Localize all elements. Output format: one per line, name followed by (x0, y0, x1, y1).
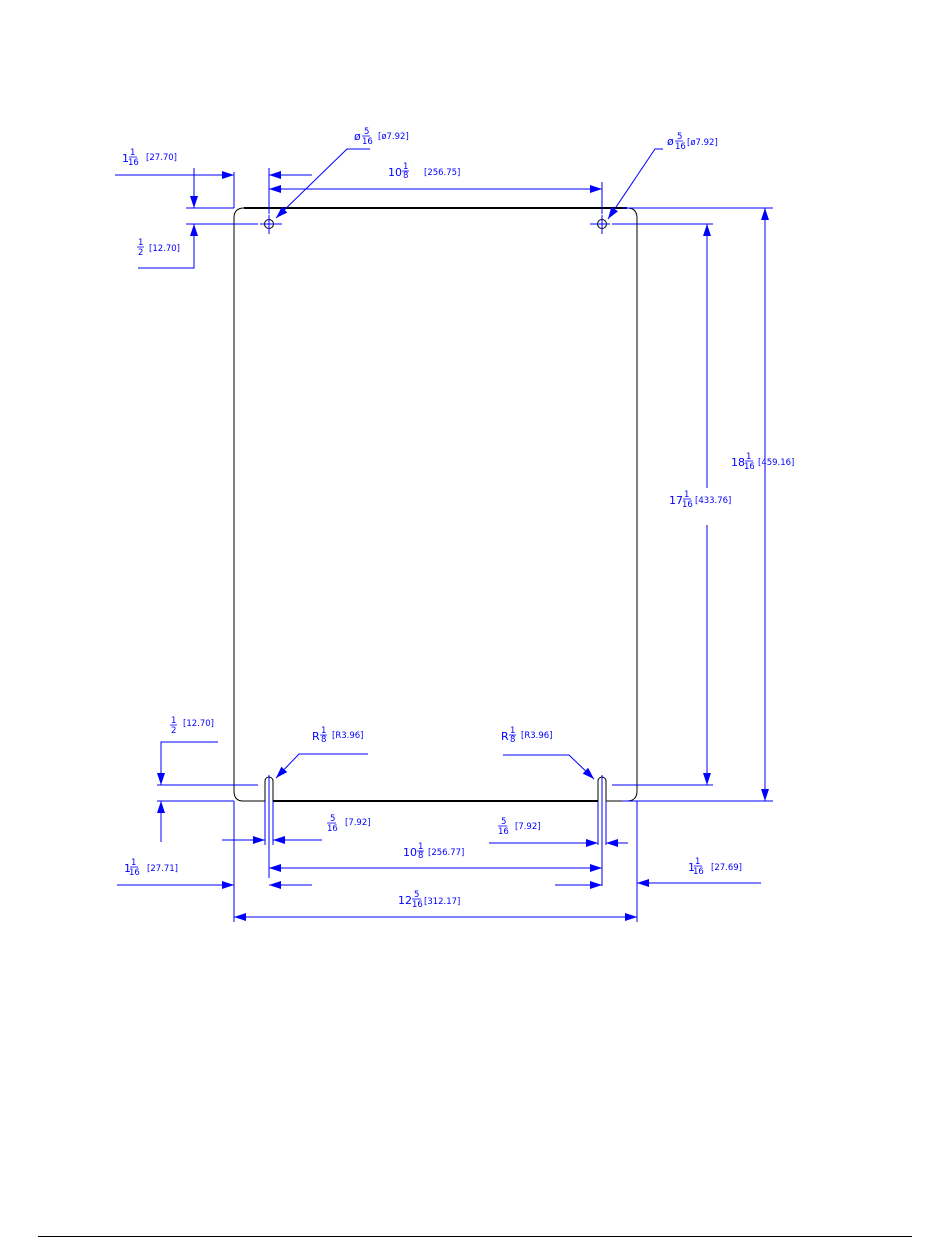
svg-text:1: 1 (746, 452, 751, 462)
svg-text:16: 16 (498, 827, 509, 837)
svg-text:2: 2 (171, 726, 176, 736)
label-bottom-right-offset: 1 1 16 [27.69] (688, 857, 742, 877)
label-top-edge-to-hole: 1 2 [12.70] (137, 238, 180, 258)
label-bottom-edge-to-slot: 1 2 [12.70] (170, 716, 214, 736)
plate-edge (234, 208, 637, 801)
svg-text:8: 8 (418, 851, 423, 861)
svg-text:16: 16 (675, 142, 686, 152)
svg-text:12: 12 (398, 894, 412, 907)
label-slot-width-right: 5 16 [7.92] (498, 817, 541, 837)
svg-text:18: 18 (731, 456, 745, 469)
svg-text:5: 5 (677, 132, 682, 142)
svg-text:8: 8 (403, 171, 408, 181)
svg-text:R: R (501, 730, 509, 743)
svg-text:[433.76]: [433.76] (695, 496, 731, 506)
svg-text:[312.17]: [312.17] (424, 897, 460, 907)
leader-radius-left (276, 754, 368, 778)
svg-text:1: 1 (138, 238, 143, 248)
svg-text:[R3.96]: [R3.96] (521, 731, 552, 741)
svg-text:1: 1 (684, 490, 689, 500)
svg-text:16: 16 (682, 500, 693, 510)
footer-rule (38, 1236, 912, 1237)
svg-text:1: 1 (695, 857, 700, 867)
svg-text:10: 10 (403, 846, 417, 859)
label-overall-height: 18 1 16 [459.16] (731, 452, 794, 472)
svg-text:[27.69]: [27.69] (711, 863, 742, 873)
leader-radius-right (503, 755, 594, 779)
svg-text:5: 5 (501, 817, 506, 827)
svg-text:[R3.96]: [R3.96] (332, 731, 363, 741)
label-hole-dia-right: ø 5 16 [ø7.92] (667, 132, 718, 152)
svg-text:1: 1 (171, 716, 176, 726)
svg-text:10: 10 (388, 166, 402, 179)
label-overall-width: 12 5 16 [312.17] (398, 890, 460, 910)
label-hole-spacing-top: 10 1 8 [256.75] (388, 162, 460, 181)
svg-text:ø: ø (667, 135, 674, 148)
svg-text:8: 8 (510, 735, 515, 745)
label-slot-radius-right: R 1 8 [R3.96] (501, 726, 552, 745)
svg-text:1: 1 (131, 858, 136, 868)
label-hole-dia-left: ø 5 16 [ø7.92] (354, 127, 409, 147)
svg-text:ø: ø (354, 130, 361, 143)
svg-text:5: 5 (414, 890, 419, 900)
label-top-left-offset: 1 1 16 [27.70] (122, 148, 177, 168)
svg-text:[256.75]: [256.75] (424, 168, 460, 178)
svg-text:[27.71]: [27.71] (147, 864, 178, 874)
svg-text:5: 5 (330, 814, 335, 824)
label-slot-width-left: 5 16 [7.92] (327, 814, 371, 834)
svg-text:[12.70]: [12.70] (183, 719, 214, 729)
svg-text:5: 5 (364, 127, 369, 137)
label-slot-radius-left: R 1 8 [R3.96] (312, 726, 363, 745)
svg-text:2: 2 (138, 248, 143, 258)
svg-text:[ø7.92]: [ø7.92] (687, 138, 718, 148)
label-hole-to-slot-height: 17 1 16 [433.76] (669, 490, 731, 510)
svg-text:[ø7.92]: [ø7.92] (378, 132, 409, 142)
svg-text:16: 16 (412, 900, 423, 910)
label-slot-spacing-bottom: 10 1 8 [256.77] (403, 842, 464, 861)
svg-text:16: 16 (327, 824, 338, 834)
svg-text:R: R (312, 730, 320, 743)
svg-text:16: 16 (362, 137, 373, 147)
svg-text:[256.77]: [256.77] (428, 848, 464, 858)
svg-text:[27.70]: [27.70] (146, 153, 177, 163)
svg-text:[7.92]: [7.92] (515, 822, 541, 832)
dimension-labels: 1 1 16 [27.70] ø 5 16 [ø7.92] ø 5 16 [ø7… (122, 127, 794, 910)
dimension-lines (115, 149, 773, 922)
leader-12-70-bottom (161, 742, 218, 785)
plate-outline (234, 208, 637, 801)
svg-text:[459.16]: [459.16] (758, 458, 794, 468)
svg-text:17: 17 (669, 494, 683, 507)
svg-text:1: 1 (130, 148, 135, 158)
svg-text:16: 16 (693, 867, 704, 877)
svg-text:16: 16 (744, 462, 755, 472)
svg-text:8: 8 (321, 735, 326, 745)
svg-text:16: 16 (129, 868, 140, 878)
svg-text:[7.92]: [7.92] (345, 818, 371, 828)
svg-text:16: 16 (128, 158, 139, 168)
label-bottom-left-offset: 1 1 16 [27.71] (124, 858, 178, 878)
svg-text:[12.70]: [12.70] (149, 244, 180, 254)
